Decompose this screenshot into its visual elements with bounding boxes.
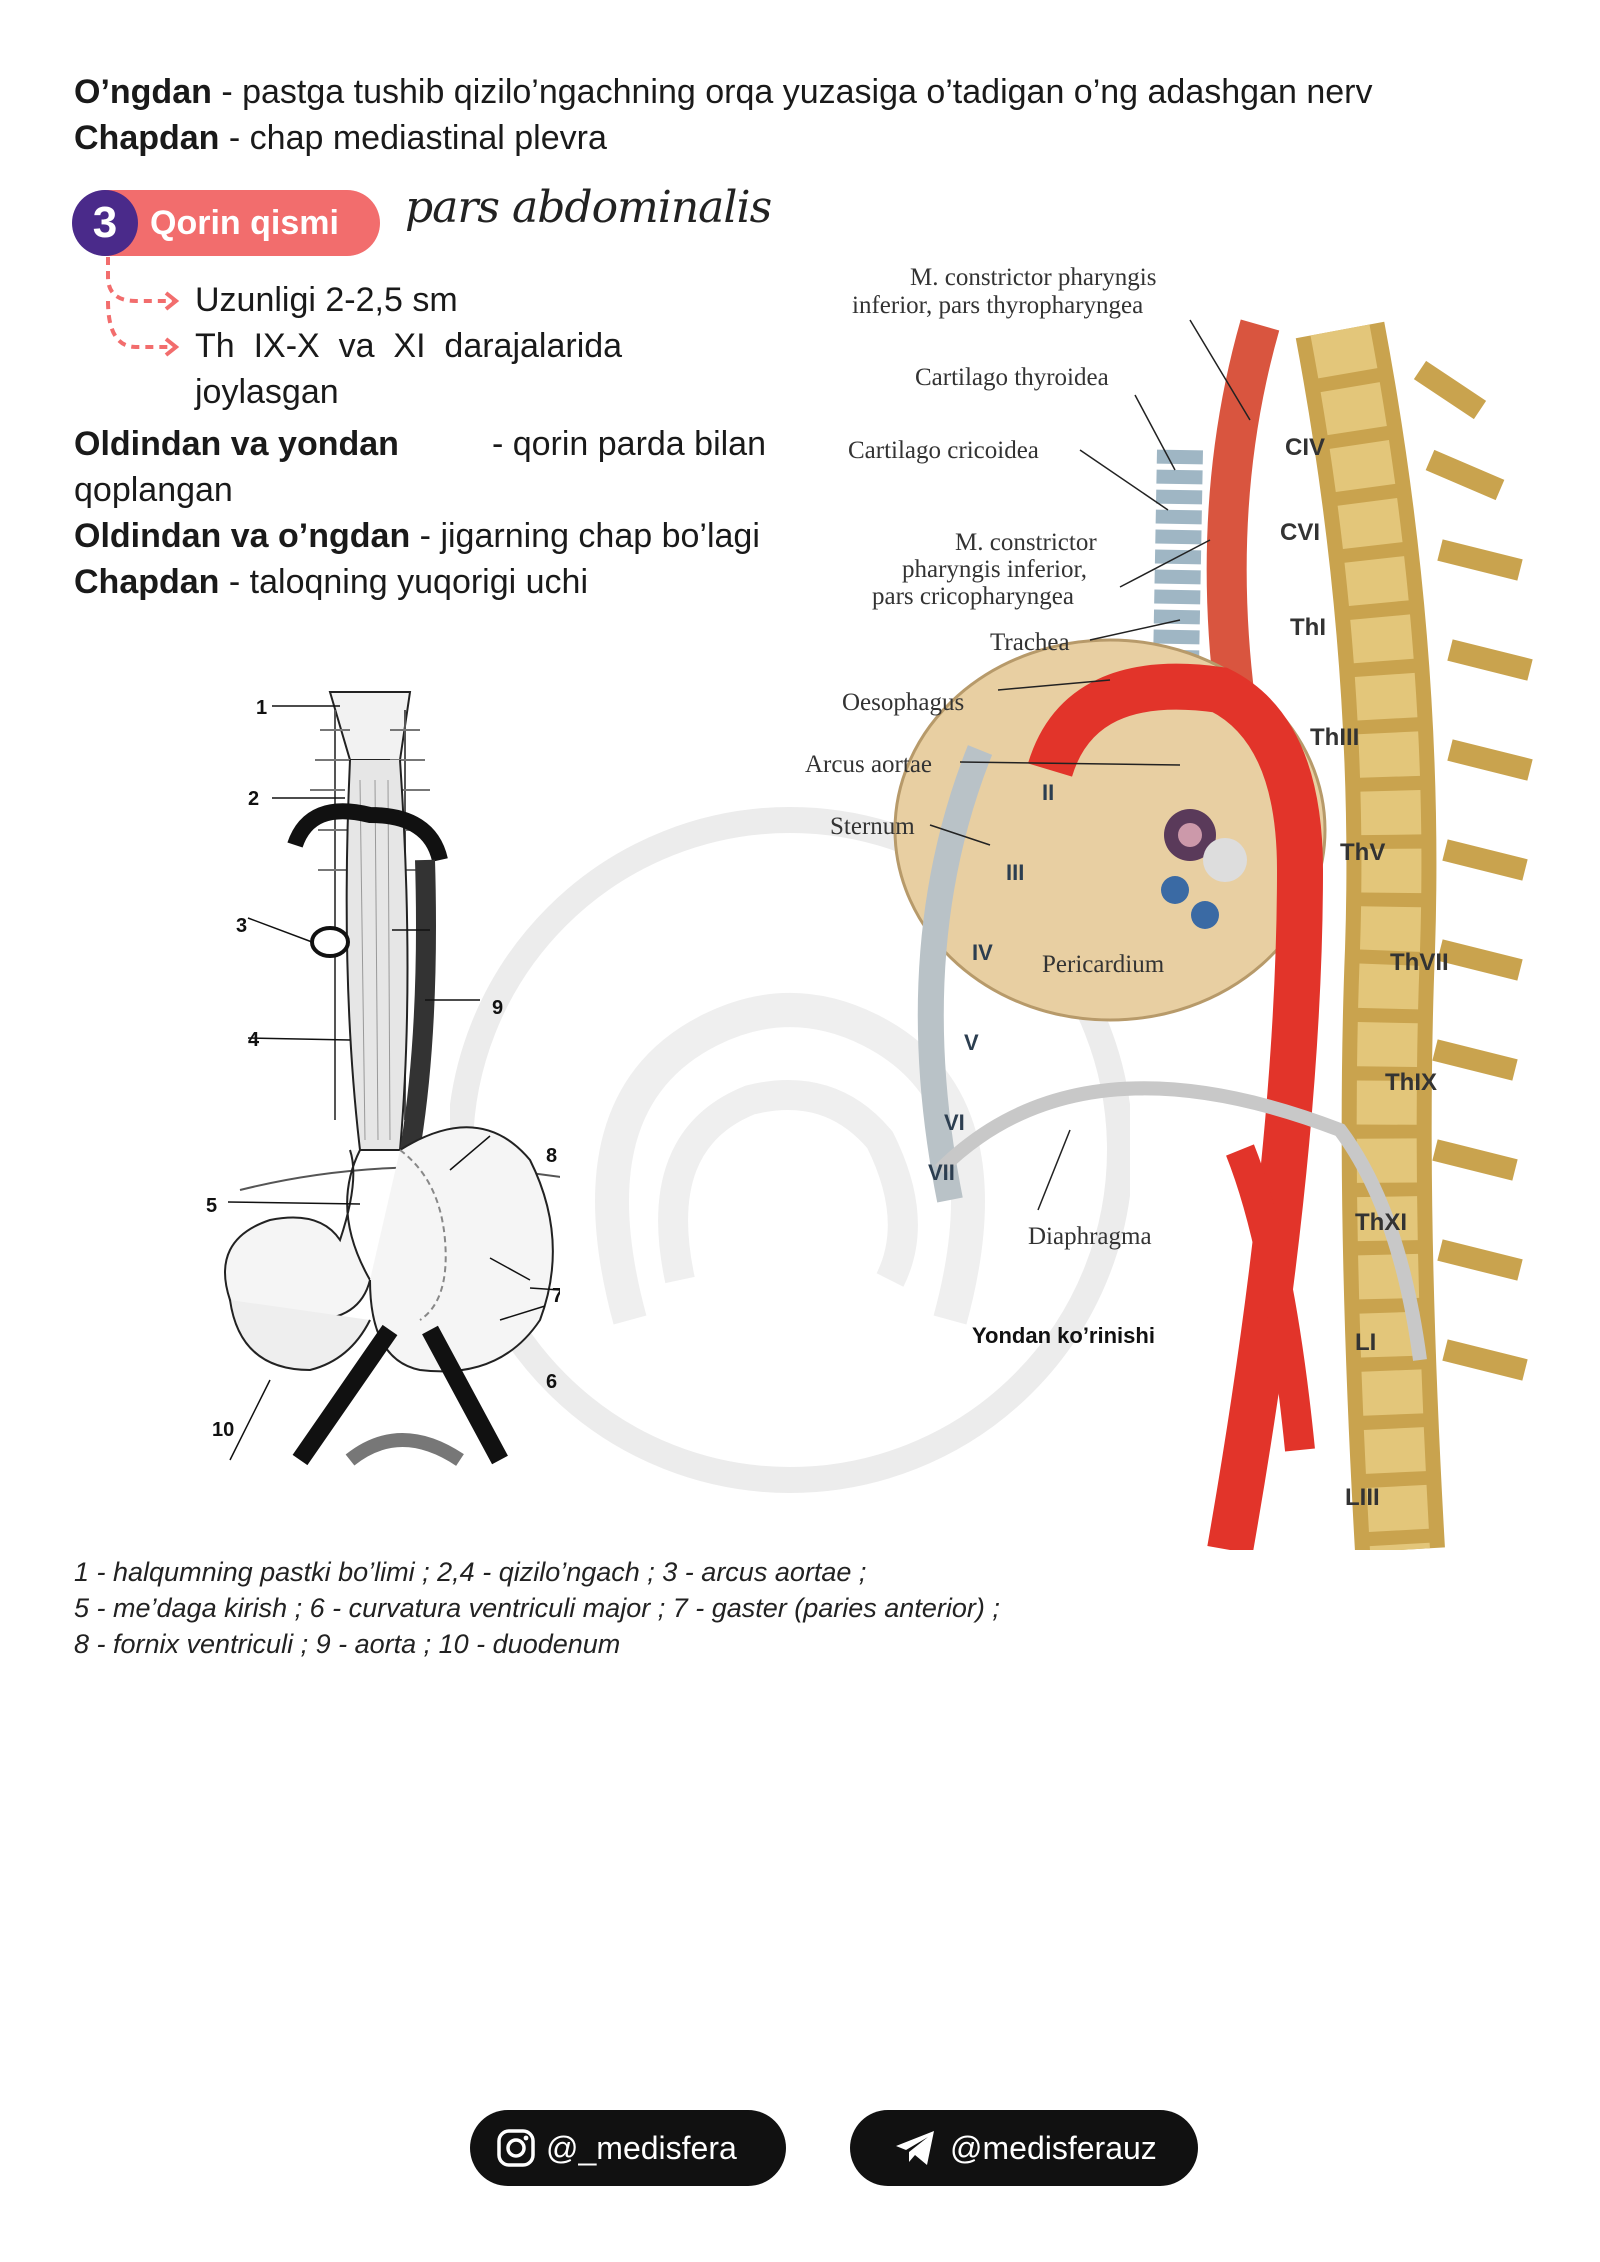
vertebra-LI: LI xyxy=(1355,1329,1376,1356)
instagram-link[interactable]: @_medisfera xyxy=(470,2110,786,2186)
vertebra-ThVII: ThVII xyxy=(1390,949,1449,976)
relation-1: Oldindan va yondan - qorin parda bilan xyxy=(74,422,766,466)
bullet-level-line2: joylasgan xyxy=(195,373,339,411)
telegram-icon xyxy=(896,2131,934,2165)
legend-line-3: 8 - fornix ventriculi ; 9 - aorta ; 10 -… xyxy=(74,1629,621,1659)
relation-1-cont: qoplangan xyxy=(74,471,233,509)
fig-num-6: 6 xyxy=(546,1371,557,1393)
fig-num-1: 1 xyxy=(256,697,267,719)
vertebra-ThIII: ThIII xyxy=(1310,724,1359,751)
section-latin-title: pars abdominalis xyxy=(405,182,772,233)
rib-V: V xyxy=(964,1030,979,1055)
instagram-icon xyxy=(497,2129,535,2167)
label-cartilago-cricoidea: Cartilago cricoidea xyxy=(848,437,1039,464)
rib-II: II xyxy=(1042,780,1054,805)
fig-num-3: 3 xyxy=(236,915,247,937)
legend-line-1: 1 - halqumning pastki bo’limi ; 2,4 - qi… xyxy=(74,1557,867,1587)
intro-line-1-text: - pastga tushib qizilo’ngachning orqa yu… xyxy=(211,73,1373,111)
intro-line-1: O’ngdan - pastga tushib qizilo’ngachning… xyxy=(74,70,1372,114)
relation-3-text: - taloqning yuqorigi uchi xyxy=(219,563,589,601)
instagram-handle: @_medisfera xyxy=(546,2129,737,2166)
rib-III: III xyxy=(1006,860,1024,885)
fig-num-2: 2 xyxy=(248,788,259,810)
vertebra-LIII: LIII xyxy=(1345,1484,1380,1511)
section-title: Qorin qismi xyxy=(150,204,339,242)
relation-2-text: - jigarning chap bo’lagi xyxy=(410,517,760,555)
label-sternum: Sternum xyxy=(830,813,915,840)
label-constrictor-crico-1: M. constrictor xyxy=(955,529,1097,556)
bullet-level-line1: Th IX-X va XI darajalarida xyxy=(195,327,623,365)
view-caption: Yondan ko’rinishi xyxy=(972,1323,1155,1348)
section-number: 3 xyxy=(72,190,138,256)
fig-num-7: 7 xyxy=(552,1285,560,1307)
label-pericardium: Pericardium xyxy=(1042,951,1165,978)
vertebra-ThV: ThV xyxy=(1340,839,1385,866)
vertebra-CVI: CVI xyxy=(1280,519,1320,546)
vertebral-column xyxy=(1295,321,1533,1550)
fig-num-9: 9 xyxy=(492,997,503,1019)
relation-2: Oldindan va o’ngdan - jigarning chap bo’… xyxy=(74,514,760,558)
fig-num-5: 5 xyxy=(206,1195,217,1217)
label-trachea: Trachea xyxy=(990,629,1070,656)
vertebra-ThI: ThI xyxy=(1290,614,1326,641)
label-diaphragma: Diaphragma xyxy=(1028,1223,1152,1250)
relation-1-text: - qorin parda bilan xyxy=(491,425,766,463)
label-cartilago-thyroidea: Cartilago thyroidea xyxy=(915,364,1109,391)
intro-line-2: Chapdan - chap mediastinal plevra xyxy=(74,116,607,160)
lateral-anatomy-figure: M. constrictor pharyngis inferior, pars … xyxy=(805,264,1533,1550)
label-constrictor-thyro-2: inferior, pars thyropharyngea xyxy=(852,292,1143,319)
label-constrictor-crico-2: pharyngis inferior, xyxy=(902,556,1087,583)
relation-1-bold: Oldindan va yondan xyxy=(74,425,399,463)
rib-IV: IV xyxy=(972,940,993,965)
vertebra-ThIX: ThIX xyxy=(1385,1069,1437,1096)
rib-VI: VI xyxy=(944,1110,965,1135)
fig-num-4: 4 xyxy=(248,1029,260,1051)
intro-line-1-bold: O’ngdan xyxy=(74,73,212,111)
label-constrictor-thyro-1: M. constrictor pharyngis xyxy=(910,264,1156,291)
relation-3-bold: Chapdan xyxy=(74,563,220,601)
intro-line-2-bold: Chapdan xyxy=(74,119,220,157)
intro-line-2-text: - chap mediastinal plevra xyxy=(219,119,607,157)
telegram-handle: @medisferauz xyxy=(950,2129,1157,2166)
telegram-link[interactable]: @medisferauz xyxy=(850,2110,1198,2186)
bullet-connector-arrows xyxy=(106,257,180,357)
vertebra-ThXI: ThXI xyxy=(1355,1209,1407,1236)
relation-3: Chapdan - taloqning yuqorigi uchi xyxy=(74,560,588,604)
vertebra-CIV: CIV xyxy=(1285,434,1325,461)
bullet-length: Uzunligi 2-2,5 sm xyxy=(195,281,458,319)
label-arcus-aortae: Arcus aortae xyxy=(805,751,932,778)
label-constrictor-crico-3: pars cricopharyngea xyxy=(872,583,1074,610)
rib-VII: VII xyxy=(928,1160,955,1185)
legend-line-2: 5 - me’daga kirish ; 6 - curvatura ventr… xyxy=(74,1593,1000,1623)
relation-2-bold: Oldindan va o’ngdan xyxy=(74,517,411,555)
label-oesophagus: Oesophagus xyxy=(842,689,964,716)
esophagus-stomach-figure: 1 2 3 4 5 6 7 8 9 10 xyxy=(206,691,560,1466)
fig-num-8: 8 xyxy=(546,1145,557,1167)
fig-num-10: 10 xyxy=(212,1419,234,1441)
